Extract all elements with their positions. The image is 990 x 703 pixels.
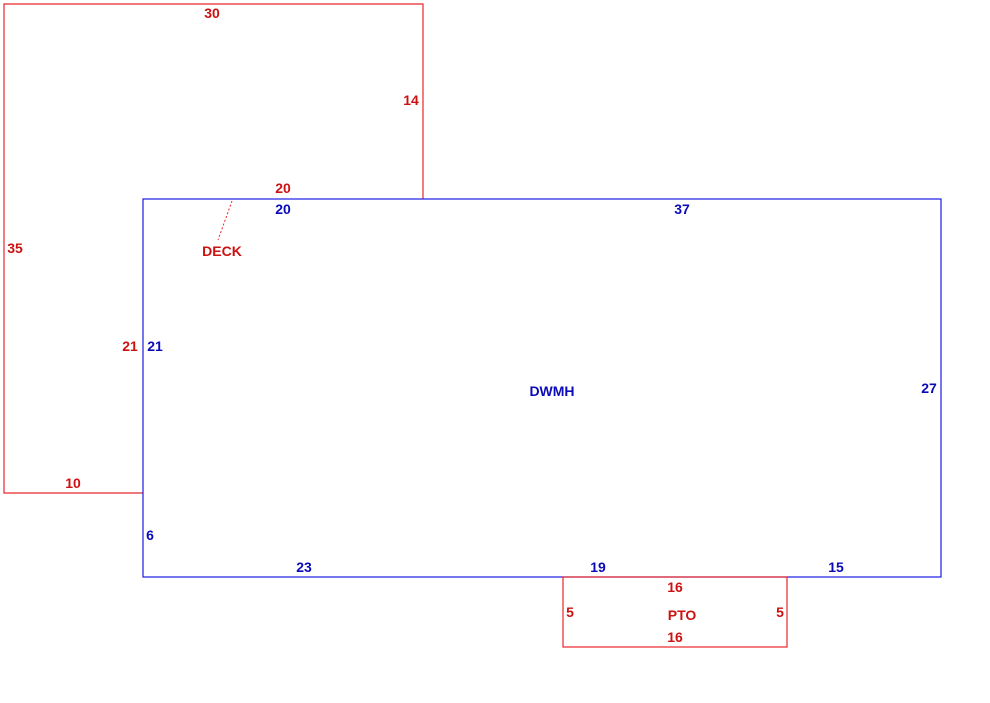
dwmh-dim-top-left: 20 <box>275 201 291 217</box>
deck-dim-step: 20 <box>275 180 291 196</box>
dwmh-dim-left: 21 <box>147 338 163 354</box>
deck-dim-inner: 21 <box>122 338 138 354</box>
deck-leader-line <box>217 200 233 241</box>
pto-dim-left: 5 <box>566 604 574 620</box>
deck-dim-right-upper: 14 <box>403 92 419 108</box>
dwmh-dim-top: 37 <box>674 201 690 217</box>
pto-dim-right: 5 <box>776 604 784 620</box>
dwmh-dim-bottom-right: 15 <box>828 559 844 575</box>
dwmh-label: DWMH <box>529 383 574 399</box>
dwmh-outline <box>142 198 942 578</box>
deck-outline <box>3 3 424 494</box>
pto-label: PTO <box>668 607 697 623</box>
deck-label: DECK <box>202 243 242 259</box>
deck-dim-bottom: 10 <box>65 475 81 491</box>
pto-dim-top: 16 <box>667 579 683 595</box>
dwmh-dim-bottom-left: 23 <box>296 559 312 575</box>
dwmh-dim-left-lower: 6 <box>146 527 154 543</box>
pto-dim-bottom: 16 <box>667 629 683 645</box>
deck-dim-left: 35 <box>7 240 23 256</box>
pto-outline <box>562 576 788 648</box>
dwmh-dim-right: 27 <box>921 380 937 396</box>
dwmh-dim-bottom-mid: 19 <box>590 559 606 575</box>
deck-dim-top: 30 <box>204 5 220 21</box>
